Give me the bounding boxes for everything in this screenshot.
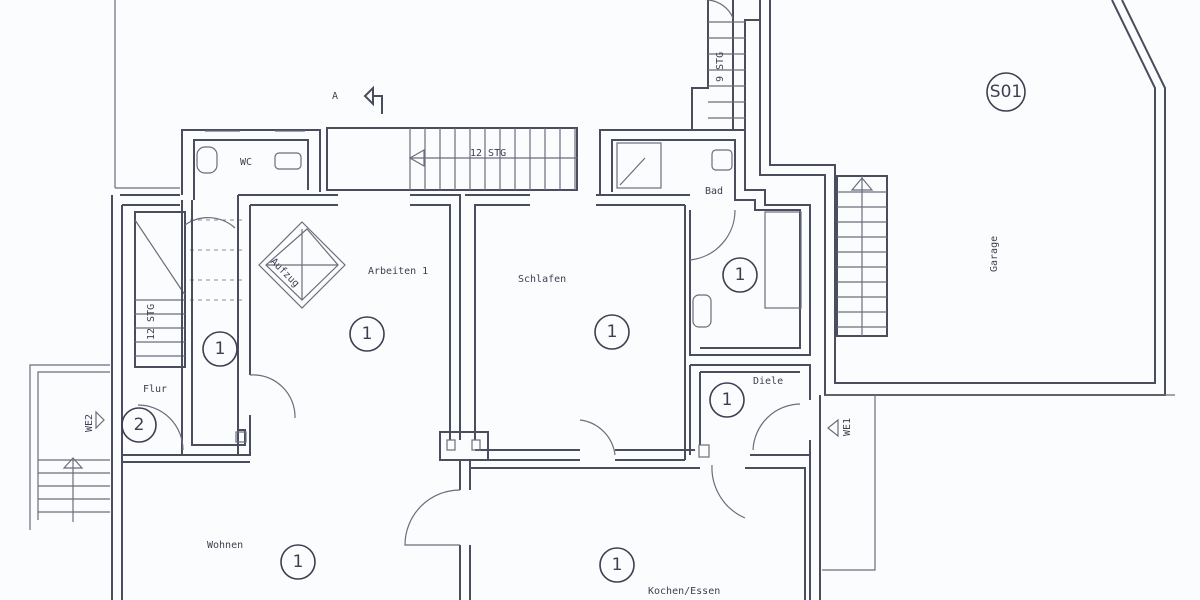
- toilet-icon: [196, 146, 218, 174]
- wc-room: WC: [181, 129, 321, 200]
- top-staircase: 12 STG: [326, 127, 578, 191]
- entrance-we1: WE1: [842, 418, 853, 436]
- schlafen-room: Schlafen: [439, 194, 695, 461]
- bad-room: Bad: [599, 129, 811, 356]
- marker-flur: 1: [202, 331, 238, 367]
- marker-label: 1: [607, 322, 618, 342]
- marker-circle: [280, 544, 316, 580]
- marker-we2: 2: [121, 407, 157, 443]
- exterior-stairs-left: WE2: [29, 364, 110, 530]
- marker-label: 1: [215, 339, 226, 359]
- marker-wohnen: 1: [280, 544, 316, 580]
- room-label-flur: Flur: [143, 384, 167, 395]
- wohnen-room: Wohnen: [122, 460, 471, 600]
- upper-staircase: 9 STG: [691, 0, 761, 130]
- sink-icon: [711, 149, 733, 171]
- marker-label: 1: [612, 555, 623, 575]
- marker-label: S01: [990, 82, 1022, 102]
- marker-label: 1: [293, 552, 304, 572]
- room-label-diele: Diele: [753, 376, 783, 387]
- room-label-wc: WC: [240, 157, 252, 168]
- marker-label: 1: [735, 265, 746, 285]
- marker-circle: [599, 547, 635, 583]
- marker-kochen: 1: [599, 547, 635, 583]
- marker-circle: [349, 316, 385, 352]
- garage-staircase: [836, 175, 888, 337]
- arbeiten-room: Aufzug Arbeiten 1: [122, 194, 461, 456]
- marker-label: 1: [362, 324, 373, 344]
- marker-bad: 1: [722, 257, 758, 293]
- diele-room: Diele WE1: [689, 364, 876, 600]
- section-mark: A: [332, 85, 383, 114]
- marker-label: 1: [722, 390, 733, 410]
- stair-label-upper: 9 STG: [715, 52, 726, 82]
- room-label-bad: Bad: [705, 186, 723, 197]
- shower-icon: [616, 142, 662, 189]
- bathtub-icon: [764, 211, 802, 309]
- marker-diele: 1: [709, 382, 745, 418]
- property-lines: [114, 0, 180, 189]
- marker-circle: [722, 257, 758, 293]
- sink-icon: [274, 152, 302, 170]
- room-label-garage: Garage: [989, 236, 1000, 272]
- elevator-label: Aufzug: [268, 256, 301, 289]
- garage: Garage: [759, 0, 1175, 396]
- room-label-kochen: Kochen/Essen: [648, 586, 720, 597]
- flur-area: 12 STG Flur: [111, 194, 246, 600]
- marker-label: 2: [134, 415, 145, 435]
- kochen-room: Kochen/Essen: [470, 467, 806, 600]
- stair-tread: [134, 219, 186, 296]
- marker-circle: [202, 331, 238, 367]
- marker-circle: [594, 314, 630, 350]
- marker-schlafen: 1: [594, 314, 630, 350]
- marker-circle: [709, 382, 745, 418]
- stair-label-left: 12 STG: [146, 304, 157, 340]
- marker-arbeiten: 1: [349, 316, 385, 352]
- room-markers: 1 1 1 1 1 2 1 1 S01: [121, 72, 1026, 583]
- marker-circle: [986, 72, 1026, 112]
- room-label-schlafen: Schlafen: [518, 274, 566, 285]
- svg-text:A: A: [332, 91, 338, 102]
- entrance-we2: WE2: [84, 414, 95, 432]
- elevator-icon: Aufzug: [258, 221, 346, 309]
- marker-garage: S01: [986, 72, 1026, 112]
- toilet-icon: [692, 294, 712, 328]
- stair-arrow-icon: [408, 148, 425, 168]
- room-label-arbeiten: Arbeiten 1: [368, 266, 428, 277]
- stair-label-top: 12 STG: [470, 148, 506, 159]
- room-label-wohnen: Wohnen: [207, 540, 243, 551]
- marker-circle: [121, 407, 157, 443]
